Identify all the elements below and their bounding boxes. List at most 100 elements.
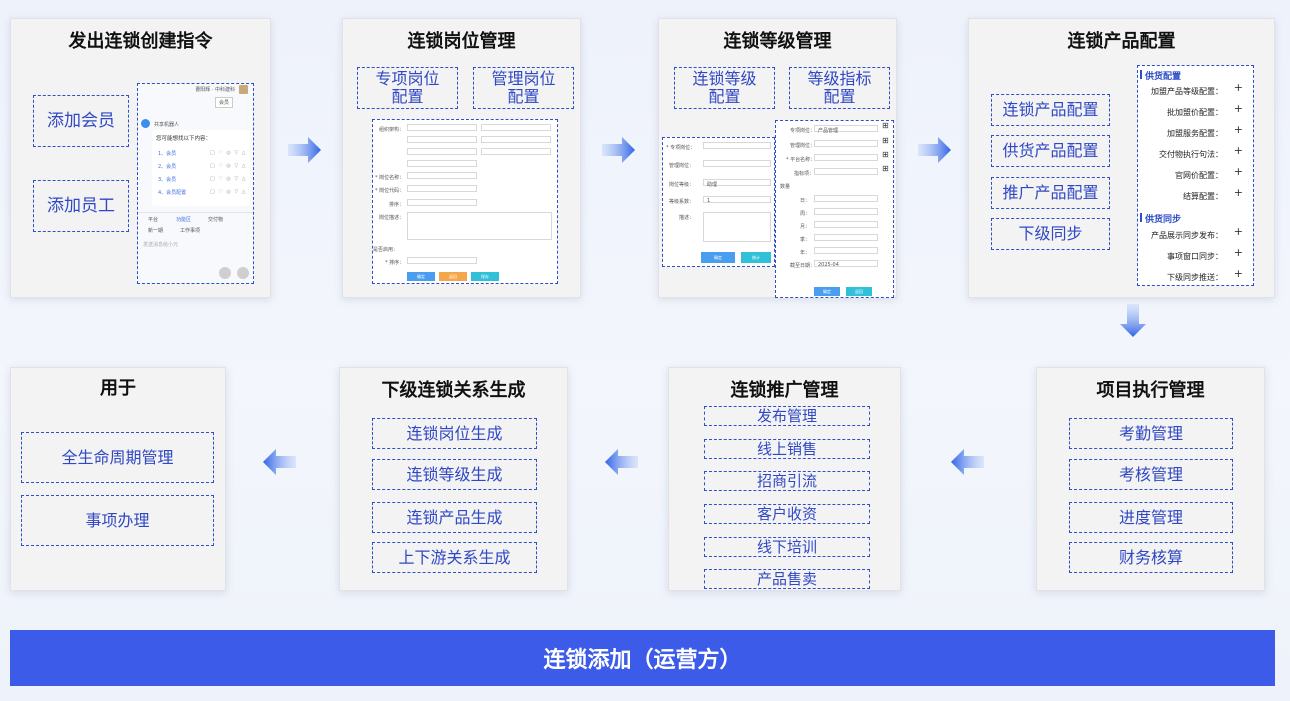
customer-box: 客户收资	[704, 504, 870, 524]
add-icon[interactable]: ⊞	[882, 150, 889, 159]
section-label: 数量	[780, 184, 791, 190]
add-icon[interactable]: +	[1233, 186, 1243, 199]
list-item[interactable]: 2、会员	[158, 164, 177, 170]
arrow-left-icon	[951, 449, 984, 475]
add-icon[interactable]: +	[1233, 102, 1243, 115]
mic-icon[interactable]	[219, 267, 231, 279]
list-item[interactable]: 4、会员配置	[158, 190, 187, 196]
level-indicator-box: 等级指标 配置	[789, 67, 890, 109]
form-value: 2025-04	[818, 262, 839, 268]
form-input[interactable]	[407, 172, 477, 179]
form-input[interactable]	[814, 195, 878, 202]
form-input[interactable]	[703, 196, 771, 203]
add-icon[interactable]: ⊞	[882, 121, 889, 130]
arrow-right-icon	[918, 137, 951, 163]
footer-banner: 连锁添加（运营方）	[10, 630, 1275, 686]
form-value: 1	[707, 198, 711, 204]
form-label: 等级系数：	[669, 199, 695, 205]
tool-new[interactable]: 新一期	[148, 228, 164, 234]
card-level-management: 连锁等级管理 连锁等级 配置 等级指标 配置 * 专项岗位： 管理岗位： 岗位等…	[658, 18, 897, 298]
arrow-left-icon	[605, 449, 638, 475]
form-label: 专项岗位：	[790, 128, 816, 134]
form-input[interactable]	[814, 260, 878, 267]
add-icon[interactable]: +	[1233, 165, 1243, 178]
back-button[interactable]: 返回	[846, 287, 872, 296]
add-icon[interactable]: +	[1233, 246, 1243, 259]
form-label: 指标项：	[794, 171, 815, 177]
form-label: 是否启用：	[373, 247, 399, 253]
supply-product-box: 供货产品配置	[991, 135, 1110, 167]
confirm-button[interactable]: 确定	[701, 252, 735, 263]
action-icons: □ ♡ ◎ ▽ △	[210, 163, 247, 169]
form-input[interactable]	[814, 140, 878, 147]
config-row-label: 批加盟价配置：	[1167, 108, 1223, 117]
bot-icon	[141, 119, 150, 128]
card-product-config: 连锁产品配置 连锁产品配置 供货产品配置 推广产品配置 下级同步 供货配置 加盟…	[968, 18, 1275, 298]
card-title: 连锁产品配置	[1067, 31, 1176, 52]
form-label: 描述：	[679, 215, 695, 221]
tool-function[interactable]: 功能区	[176, 217, 192, 223]
form-input[interactable]	[814, 125, 878, 132]
card-title: 连锁等级管理	[723, 31, 832, 52]
form-input[interactable]	[814, 221, 878, 228]
form-input[interactable]	[703, 179, 771, 186]
save-button[interactable]: 保存	[471, 272, 499, 281]
training-box: 线下培训	[704, 537, 870, 557]
promo-product-box: 推广产品配置	[991, 177, 1110, 209]
form-input[interactable]	[814, 247, 878, 254]
section-title: 供货同步	[1145, 215, 1182, 225]
add-icon[interactable]: ⊞	[882, 136, 889, 145]
arrow-right-icon	[288, 137, 321, 163]
add-icon[interactable]: +	[1233, 267, 1243, 280]
section-title: 供货配置	[1145, 72, 1182, 82]
form-input[interactable]	[407, 257, 477, 264]
add-icon[interactable]: ⊞	[882, 164, 889, 173]
form-input[interactable]	[407, 124, 477, 131]
position-gen-box: 连锁岗位生成	[372, 418, 537, 449]
config-row-label: 加盟服务配置：	[1167, 129, 1223, 138]
list-item[interactable]: 3、会员	[158, 177, 177, 183]
card-title: 项目执行管理	[1096, 380, 1205, 401]
form-textarea[interactable]	[703, 212, 771, 242]
card-title: 用于	[100, 378, 136, 399]
form-input[interactable]	[703, 160, 771, 167]
form-label: 年：	[800, 250, 811, 256]
form-input[interactable]	[814, 208, 878, 215]
tool-tasks[interactable]: 工作事项	[180, 228, 201, 234]
form-textarea[interactable]	[407, 212, 552, 240]
form-input[interactable]	[407, 136, 477, 143]
send-icon[interactable]	[237, 267, 249, 279]
online-sales-box: 线上销售	[704, 439, 870, 459]
form-input[interactable]	[407, 148, 477, 155]
tool-deliverable[interactable]: 交付物	[208, 217, 224, 223]
form-input[interactable]	[407, 199, 477, 206]
add-icon[interactable]: +	[1233, 225, 1243, 238]
form-input[interactable]	[703, 142, 771, 149]
matters-box: 事项办理	[21, 495, 214, 546]
confirm-button[interactable]: 确定	[407, 272, 435, 281]
stats-button[interactable]: 统计	[741, 252, 771, 263]
form-label: 周：	[800, 211, 811, 217]
list-item[interactable]: 1、会员	[158, 151, 177, 157]
product-sale-box: 产品售卖	[704, 569, 870, 589]
form-input[interactable]	[481, 136, 551, 143]
config-row-label: 事项窗口同步：	[1167, 252, 1223, 261]
chat-badge[interactable]: 会员	[214, 97, 233, 108]
add-icon[interactable]: +	[1233, 123, 1243, 136]
publish-box: 发布管理	[704, 406, 870, 426]
back-button[interactable]: 返回	[439, 272, 467, 281]
form-input[interactable]	[407, 160, 477, 167]
card-position-management: 连锁岗位管理 专项岗位 配置 管理岗位 配置 组织架构： * 岗位名称： * 岗…	[342, 18, 581, 298]
form-input[interactable]	[407, 185, 477, 192]
bot-prompt: 您可能想找以下内容：	[156, 136, 212, 142]
form-input[interactable]	[481, 148, 551, 155]
add-icon[interactable]: +	[1233, 144, 1243, 157]
add-icon[interactable]: +	[1233, 81, 1243, 94]
tool-platform[interactable]: 平台	[148, 217, 159, 223]
form-input[interactable]	[814, 234, 878, 241]
confirm-button[interactable]: 确定	[814, 287, 840, 296]
form-input[interactable]	[814, 168, 878, 175]
form-input[interactable]	[814, 154, 878, 161]
chat-input[interactable]: 发送消息给小元	[143, 242, 179, 248]
form-input[interactable]	[481, 124, 551, 131]
